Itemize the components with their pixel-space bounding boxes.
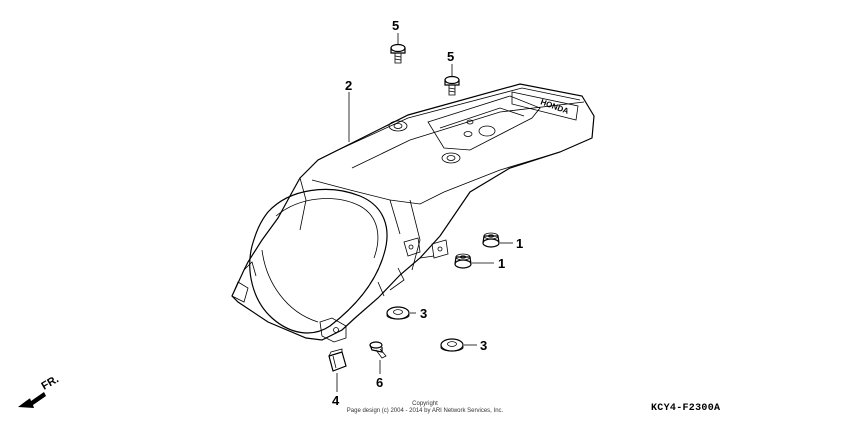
diagram-code: KCY4-F2300A [651, 403, 721, 414]
front-direction-arrow-icon [18, 392, 46, 408]
clip-nut[interactable] [328, 348, 347, 372]
callout-1b: 1 [498, 256, 505, 271]
callout-2: 2 [345, 78, 352, 93]
callout-3a: 3 [420, 306, 427, 321]
flange-nut-upper[interactable] [482, 232, 500, 248]
callout-5a: 5 [392, 18, 399, 33]
washer-lower[interactable] [440, 338, 464, 352]
callout-6: 6 [376, 375, 383, 390]
callout-3b: 3 [480, 338, 487, 353]
callout-1a: 1 [516, 236, 523, 251]
rear-fender[interactable]: HONDA [231, 83, 595, 341]
screw[interactable] [369, 341, 387, 359]
bolt-lower[interactable] [444, 75, 460, 96]
bolt-upper[interactable] [390, 43, 406, 64]
callout-5b: 5 [447, 49, 454, 64]
washer-upper[interactable] [386, 306, 410, 320]
leader-lines [336, 33, 513, 392]
flange-nut-lower[interactable] [454, 253, 472, 269]
inner-splash-guard[interactable] [231, 188, 388, 343]
fender-lettering: HONDA [539, 97, 570, 116]
copyright-notice: Page design (c) 2004 - 2014 by ARI Netwo… [346, 408, 504, 414]
callout-4: 4 [332, 393, 340, 408]
copyright-title: Copyright [412, 401, 438, 407]
front-direction-label: FR. [40, 373, 61, 392]
